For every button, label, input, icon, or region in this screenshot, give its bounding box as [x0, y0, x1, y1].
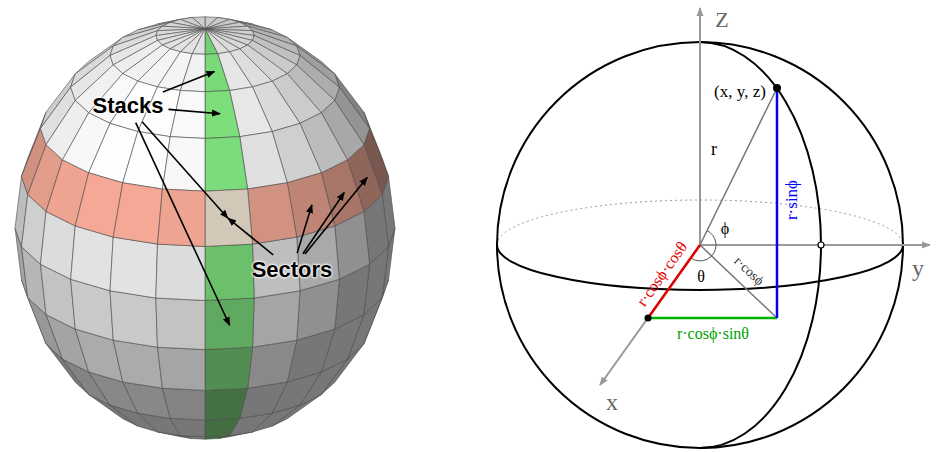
sphere-facet — [205, 418, 240, 436]
axis-label: x — [606, 389, 618, 415]
angle-label: θ — [697, 268, 705, 286]
radius-line — [700, 88, 777, 245]
sphere-facet — [248, 340, 297, 388]
stacks-label: Stacks — [93, 94, 164, 118]
pointer-arrow — [297, 205, 312, 253]
axis-label: y — [912, 255, 924, 281]
sphere-facet — [162, 137, 205, 192]
sphere-facet — [248, 183, 297, 244]
sphere-facet — [205, 388, 248, 420]
sphere-facet — [170, 90, 205, 138]
sphere-facet — [110, 291, 158, 347]
crossing-circle — [818, 242, 824, 248]
sphere-facet — [205, 189, 253, 246]
z-component — [776, 88, 779, 318]
projection-label: r·cosϕ — [731, 253, 767, 288]
sectors-label: Sectors — [252, 258, 333, 282]
sphere-facet — [205, 29, 230, 54]
faceted-sphere — [15, 17, 395, 439]
angle-label: ϕ — [721, 220, 729, 238]
point-label: (x, y, z) — [714, 83, 766, 102]
sphere-facet — [205, 29, 218, 55]
sphere-facet — [205, 244, 254, 300]
sphere-facet — [253, 291, 301, 347]
sphere-facet — [158, 347, 206, 390]
sphere-facet — [205, 90, 240, 138]
z-axis — [699, 8, 701, 245]
sphere-facet — [192, 29, 205, 55]
sphere-facet — [156, 244, 205, 300]
sphere-facet — [162, 388, 205, 420]
sphere-facet — [158, 189, 206, 246]
pointer-arrow — [305, 177, 367, 254]
sphere-facet — [240, 132, 288, 190]
pointer-arrow — [163, 71, 215, 92]
phi-arc — [707, 231, 716, 256]
y-axis — [700, 244, 930, 246]
sphere-facet — [71, 226, 114, 291]
theta-arc — [691, 256, 712, 261]
sphere-facet — [205, 137, 248, 192]
pointer-arrows — [136, 71, 367, 325]
component-label: r·cosϕ·cosθ — [633, 238, 691, 309]
coordinate-sphere — [497, 8, 930, 448]
radius-label: r — [711, 140, 717, 160]
axis-label: Z — [715, 8, 728, 32]
y-component — [648, 317, 777, 320]
sphere-facet — [180, 54, 205, 92]
sphere-facet — [180, 29, 205, 54]
component-label: r·cosϕ·sinθ — [677, 325, 749, 343]
sphere-facet — [170, 418, 205, 436]
x-axis — [600, 245, 700, 385]
sphere-facet — [110, 237, 158, 298]
point-dot — [773, 84, 781, 92]
pointer-arrow — [142, 122, 228, 218]
pointer-arrow — [303, 193, 344, 254]
equator-front — [497, 245, 903, 290]
sphere-facet — [113, 183, 162, 244]
sphere-facet — [205, 347, 253, 390]
component-label: r·sinϕ — [783, 180, 802, 220]
sphere-facet — [113, 340, 162, 388]
pointer-arrow — [136, 123, 230, 326]
pointer-arrow — [228, 218, 273, 255]
sphere-facet — [205, 54, 230, 92]
foot-dot — [645, 315, 652, 322]
pointer-arrow — [168, 109, 220, 113]
sphere-facet — [156, 298, 205, 350]
